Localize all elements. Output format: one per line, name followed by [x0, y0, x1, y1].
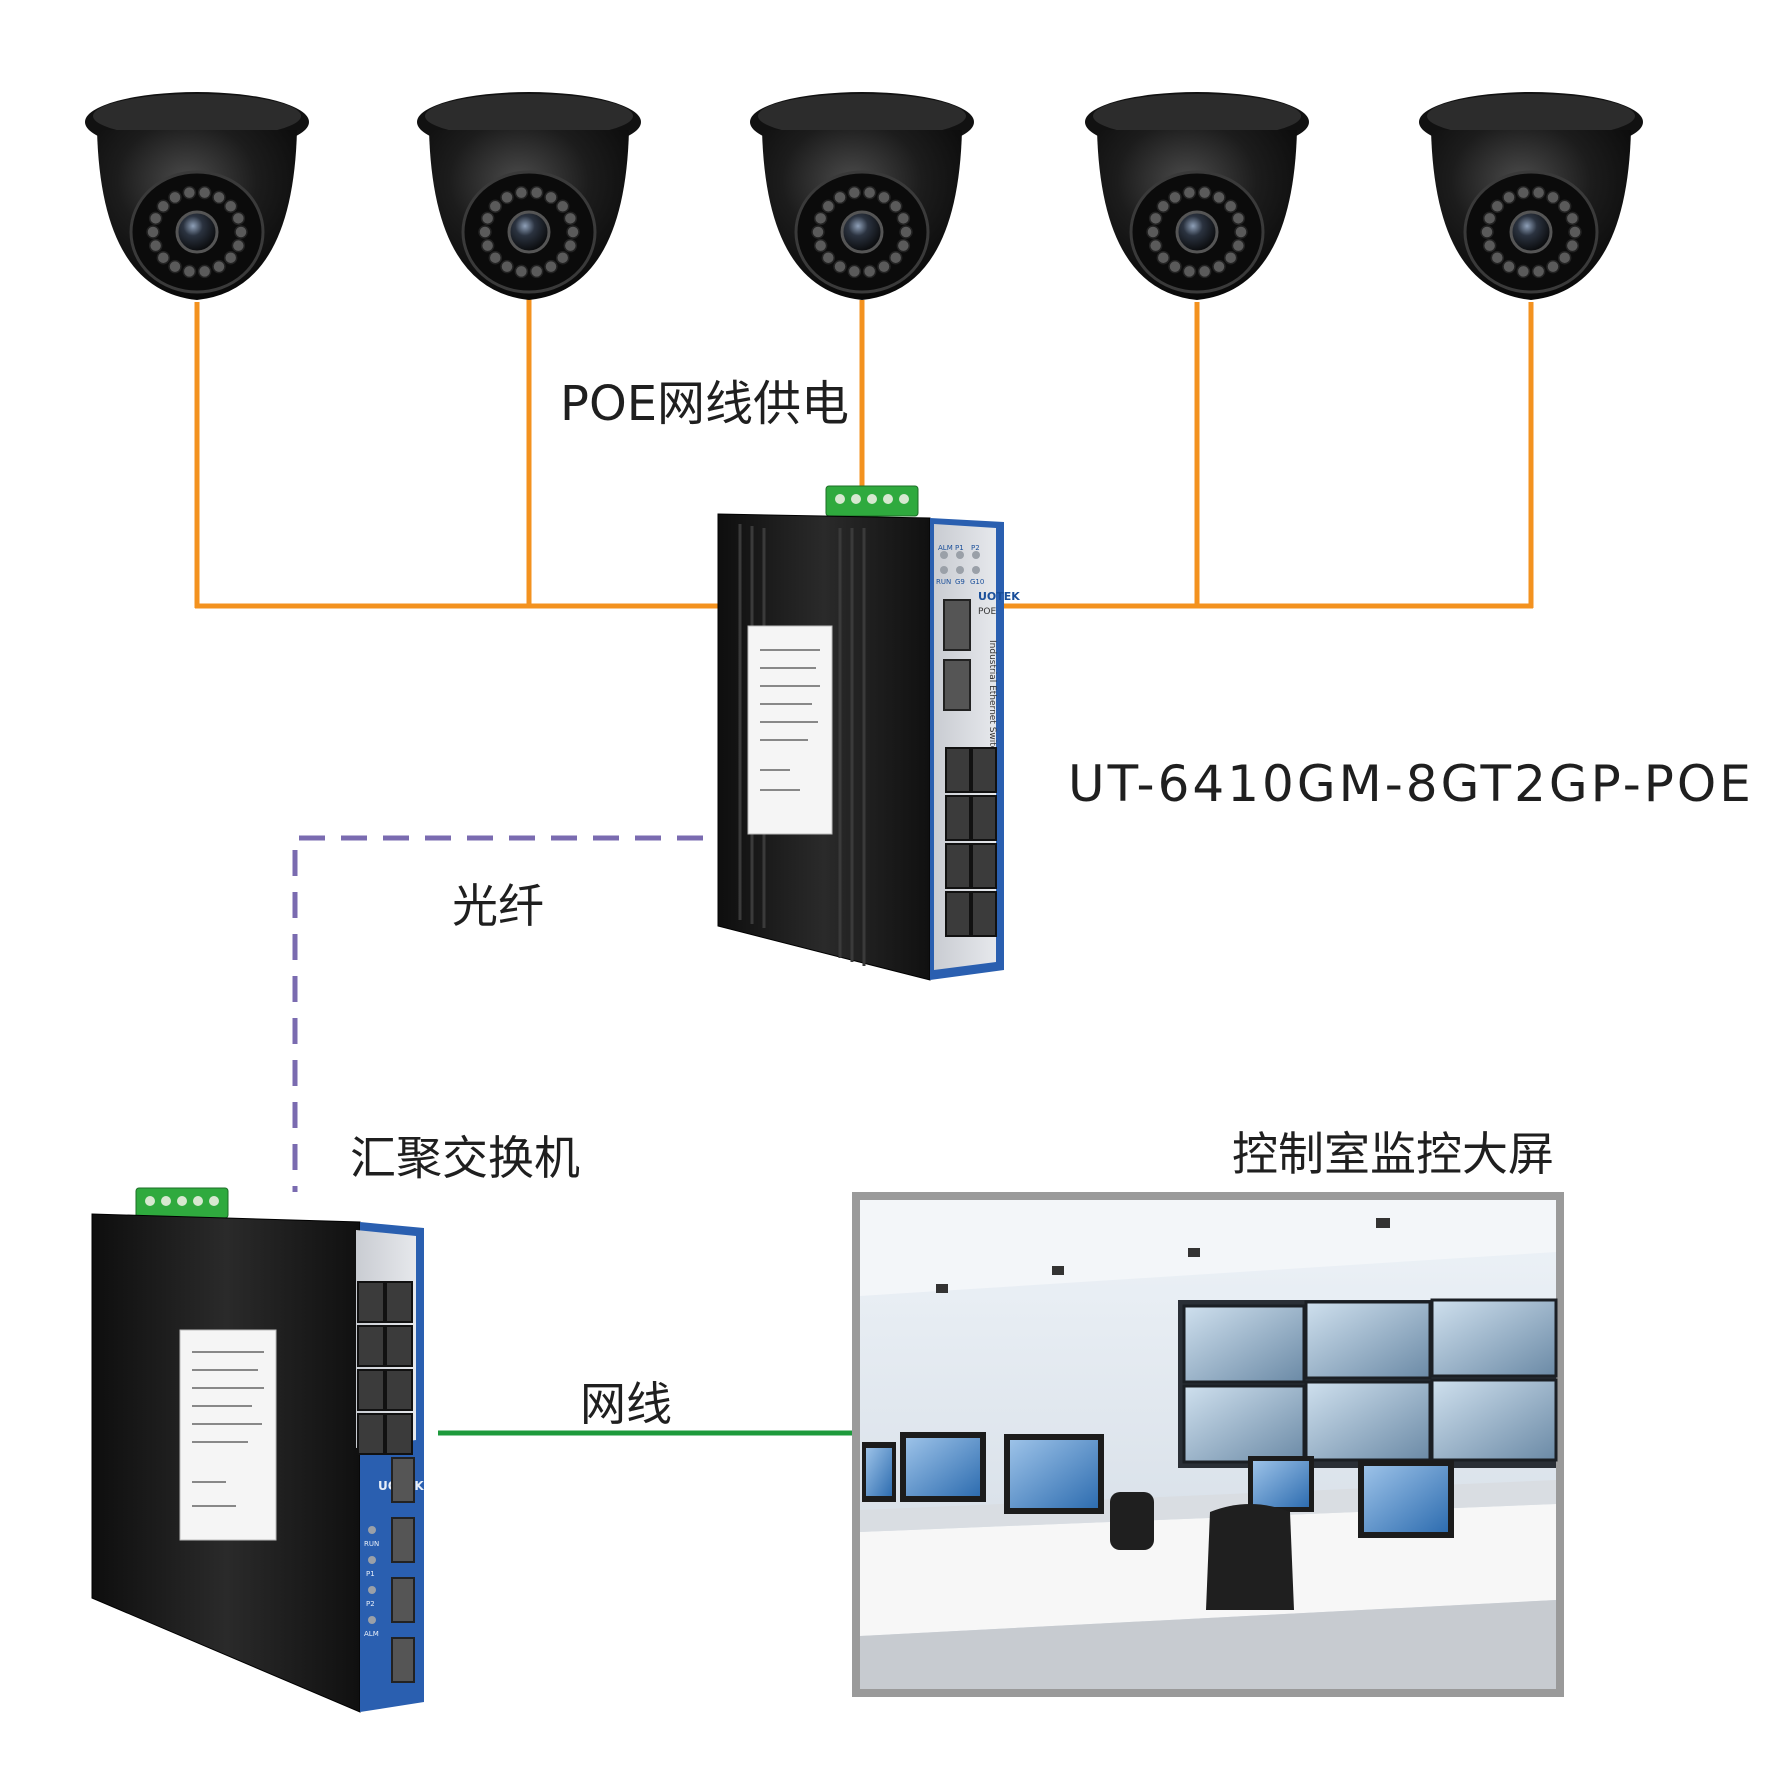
- camera-mount-top: [93, 94, 301, 138]
- aggregation-switch: UOTEK RUN P1 P2 ALM: [91, 1187, 424, 1713]
- dome-camera-4: [1085, 92, 1309, 300]
- poe-switch-led-label-g10: G10: [970, 578, 984, 586]
- camera-row: [85, 92, 1643, 300]
- camera-lens: [175, 210, 219, 254]
- dome-camera-2: [417, 92, 641, 300]
- control-room-photo: [852, 1192, 1564, 1697]
- poe-switch-label-lines: [760, 649, 820, 791]
- poe-switch-brand: UOTEK: [978, 590, 1020, 603]
- camera-mount-top: [1427, 94, 1635, 138]
- chairs: [1110, 1492, 1294, 1610]
- camera-ir-leds: [1480, 185, 1582, 279]
- control-room-label: 控制室监控大屏: [1232, 1127, 1554, 1181]
- poe-switch-rj45-ports: [945, 747, 997, 937]
- poe-switch-terminal-screws: [835, 494, 909, 504]
- poe-cables: [194, 298, 1534, 609]
- poe-switch-sfp-port-1: [943, 599, 971, 651]
- monitors: [862, 1432, 1454, 1538]
- aggregation-switch-label: 汇聚交换机: [350, 1131, 580, 1185]
- dome-camera-5: [1419, 92, 1643, 300]
- poe-switch-tag: POE: [978, 607, 997, 617]
- agg-switch-rj45-ports: [357, 1281, 413, 1455]
- fiber-cable: [292, 835, 703, 1192]
- agg-switch-product-label: [179, 1329, 277, 1541]
- agg-switch-terminal-screws: [145, 1196, 219, 1206]
- poe-switch-led-label-p1: P1: [955, 544, 964, 552]
- agg-switch-led-label-alm: ALM: [364, 1630, 379, 1638]
- poe-switch-led-label-g9: G9: [955, 578, 965, 586]
- camera-ir-leds: [1146, 185, 1248, 279]
- poe-switch-side-text: Industrial Ethernet Switch: [987, 640, 997, 756]
- agg-switch-led-label-p2: P2: [366, 1600, 375, 1608]
- camera-ir-leds: [811, 185, 913, 279]
- poe-switch-led-label-alm: ALM: [938, 544, 953, 552]
- camera-lens: [1509, 210, 1553, 254]
- dome-camera-3: [750, 92, 974, 300]
- poe-switch-product-label: [747, 625, 833, 835]
- camera-mount-top: [425, 94, 633, 138]
- camera-mount-top: [1093, 94, 1301, 138]
- poe-supply-label: POE网线供电: [560, 376, 850, 432]
- camera-ir-leds: [146, 185, 248, 279]
- agg-switch-label-lines: [192, 1351, 264, 1507]
- switch-model-label: UT-6410GM-8GT2GP-POE: [1068, 755, 1754, 813]
- poe-switch: UOTEK POE ALM P1 P2 RUN G9 G10 Industria…: [717, 485, 1020, 981]
- camera-lens: [840, 210, 884, 254]
- ceiling-lights: [936, 1218, 1390, 1293]
- agg-switch-led-label-run: RUN: [364, 1540, 379, 1548]
- network-cable-label: 网线: [580, 1377, 672, 1431]
- poe-switch-led-label-run: RUN: [936, 578, 951, 586]
- poe-switch-sfp-port-2: [943, 659, 971, 711]
- camera-ir-leds: [478, 185, 580, 279]
- camera-lens: [507, 210, 551, 254]
- video-wall-panels: [1182, 1298, 1558, 1464]
- agg-switch-sfp-ports: [391, 1457, 415, 1683]
- agg-switch-led-label-p1: P1: [366, 1570, 375, 1578]
- floor: [860, 1600, 1556, 1689]
- poe-switch-led-label-p2: P2: [971, 544, 980, 552]
- agg-switch-leds: [368, 1526, 376, 1624]
- fiber-label: 光纤: [452, 879, 544, 933]
- camera-lens: [1175, 210, 1219, 254]
- dome-camera-1: [85, 92, 309, 300]
- poe-switch-leds: [940, 551, 980, 574]
- camera-mount-top: [758, 94, 966, 138]
